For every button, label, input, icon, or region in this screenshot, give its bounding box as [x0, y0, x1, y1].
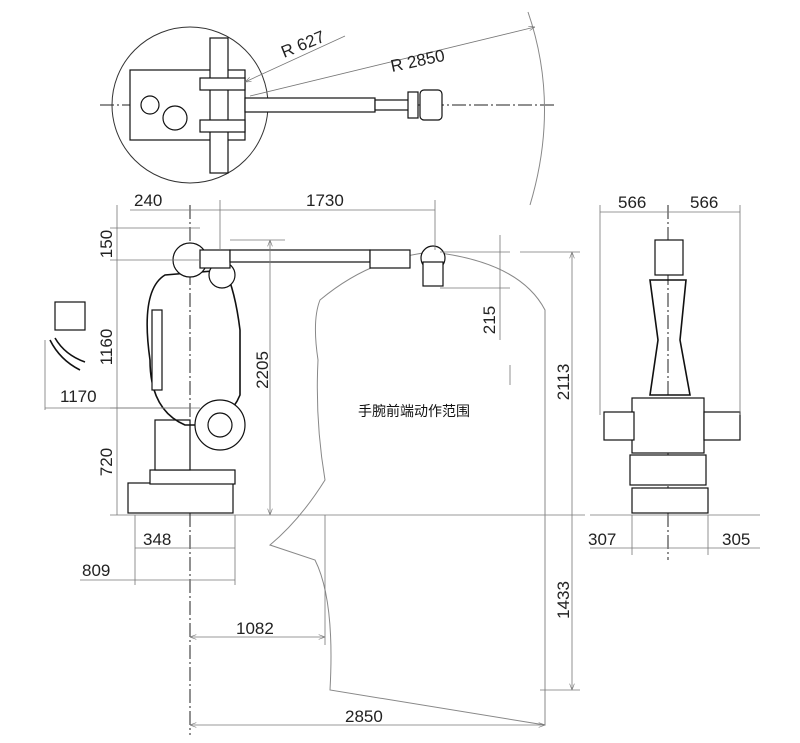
r627-leader [245, 35, 346, 82]
side-view: 240 1730 150 1160 720 1170 2205 215 2113… [44, 191, 585, 735]
top-view: R 627 R 2850 [100, 11, 555, 206]
dim-348: 348 [143, 530, 171, 549]
dim-566-left: 566 [618, 193, 646, 212]
r627-label: R 627 [278, 27, 327, 62]
dim-2113: 2113 [554, 364, 573, 401]
dim-2850: 2850 [345, 707, 383, 726]
work-envelope [268, 251, 546, 726]
dim-809: 809 [82, 561, 110, 580]
dim-1433: 1433 [554, 581, 573, 619]
dim-1082: 1082 [236, 619, 274, 638]
dim-305: 305 [722, 530, 750, 549]
r2850-leader [249, 27, 535, 97]
robot-side [127, 242, 446, 514]
robot-side-small [44, 301, 86, 410]
dim-720: 720 [97, 448, 116, 476]
r2850-label: R 2850 [389, 46, 447, 76]
dim-307: 307 [588, 530, 616, 549]
front-view: 566 566 307 305 [588, 193, 760, 560]
dim-150: 150 [97, 230, 116, 258]
reach-arc [527, 11, 545, 206]
dim-1160: 1160 [97, 329, 116, 366]
envelope-label: 手腕前端动作范围 [358, 403, 470, 420]
robot-front [603, 239, 741, 514]
robot-top [129, 37, 443, 174]
dim-566-right: 566 [690, 193, 718, 212]
dim-240: 240 [134, 191, 162, 210]
dim-1730: 1730 [306, 191, 344, 210]
dim-215: 215 [480, 306, 499, 334]
dim-1170: 1170 [60, 387, 97, 406]
dim-2205: 2205 [253, 351, 272, 389]
